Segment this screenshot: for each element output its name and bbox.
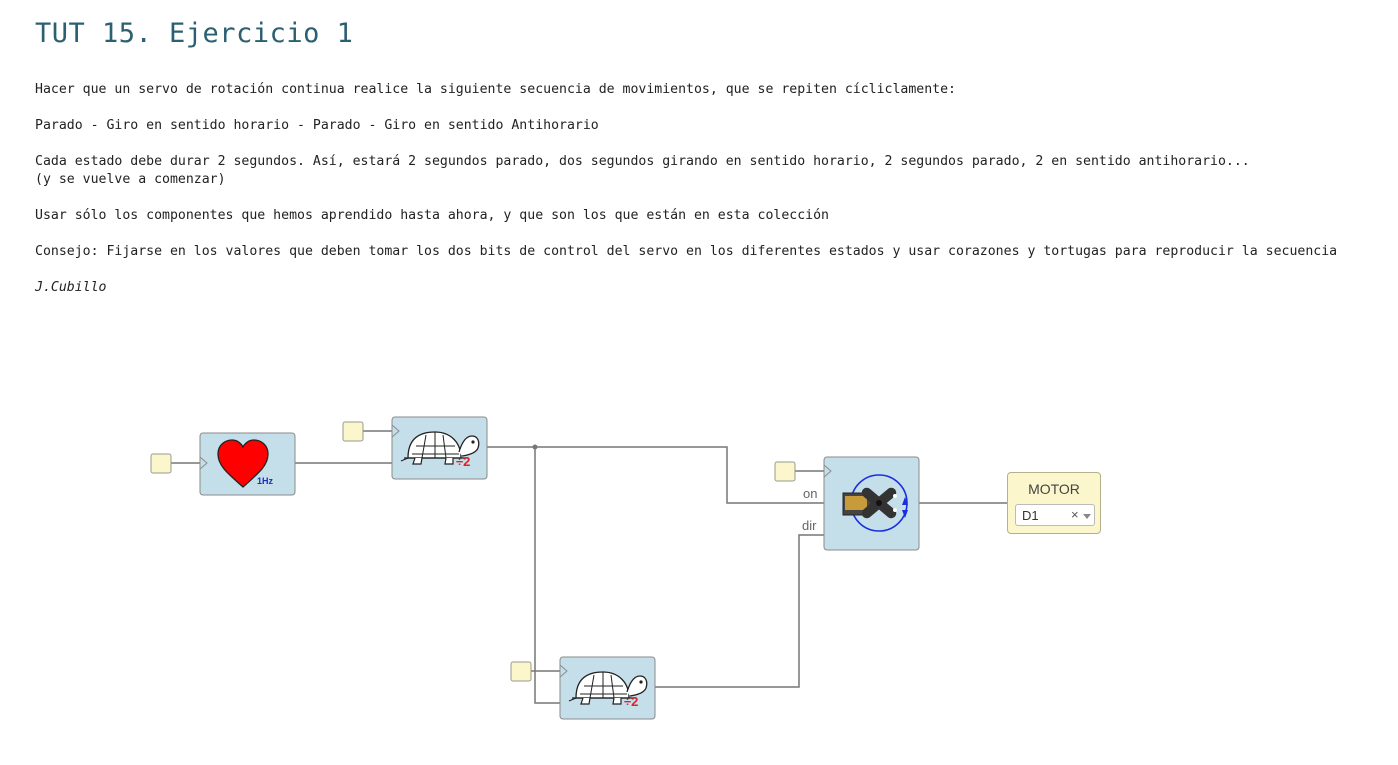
motor-pin-select[interactable]: D1 × bbox=[1015, 504, 1095, 526]
turtle2-input-port[interactable] bbox=[510, 661, 532, 682]
turtle-icon bbox=[568, 671, 648, 705]
motor-output-block[interactable]: MOTOR D1 × bbox=[1007, 472, 1101, 534]
turtle-block-1[interactable]: ÷2 bbox=[391, 416, 488, 480]
turtle1-input-port[interactable] bbox=[342, 421, 364, 442]
heart-block[interactable]: 1Hz bbox=[199, 432, 296, 496]
turtle-icon bbox=[400, 431, 480, 465]
turtle2-divider-label: ÷2 bbox=[624, 694, 638, 709]
servo-icon bbox=[842, 474, 908, 532]
wires bbox=[171, 430, 1008, 704]
duration-paragraph-continued: (y se vuelve a comenzar) bbox=[35, 172, 226, 187]
wire-turtle1-servo-on bbox=[487, 446, 824, 504]
servo-block[interactable]: on dir bbox=[802, 456, 920, 551]
heart-frequency-label: 1Hz bbox=[257, 476, 274, 486]
page-title: TUT 15. Ejercicio 1 bbox=[35, 18, 354, 49]
turtle1-divider-label: ÷2 bbox=[456, 454, 470, 469]
servo-on-label: on bbox=[803, 486, 817, 501]
heart-input-port[interactable] bbox=[150, 453, 172, 474]
heart-icon bbox=[217, 439, 269, 488]
sequence-paragraph: Parado - Giro en sentido horario - Parad… bbox=[35, 118, 599, 133]
duration-paragraph: Cada estado debe durar 2 segundos. Así, … bbox=[35, 154, 1250, 169]
clear-selection-icon[interactable]: × bbox=[1071, 507, 1079, 522]
wire-junction bbox=[532, 444, 538, 450]
servo-dir-label: dir bbox=[802, 518, 817, 533]
author-signature: J.Cubillo bbox=[35, 280, 107, 295]
servo-input-port[interactable] bbox=[774, 461, 796, 482]
motor-title: MOTOR bbox=[1028, 481, 1080, 497]
wire-turtle1-turtle2 bbox=[534, 447, 560, 704]
motor-pin-value: D1 bbox=[1022, 508, 1039, 523]
turtle-block-2[interactable]: ÷2 bbox=[559, 656, 656, 720]
chevron-down-icon[interactable] bbox=[1083, 514, 1091, 519]
wire-turtle2-servo-dir bbox=[655, 534, 824, 688]
instruction-paragraph: Hacer que un servo de rotación continua … bbox=[35, 82, 956, 97]
components-paragraph: Usar sólo los componentes que hemos apre… bbox=[35, 208, 829, 223]
advice-paragraph: Consejo: Fijarse en los valores que debe… bbox=[35, 244, 1338, 259]
